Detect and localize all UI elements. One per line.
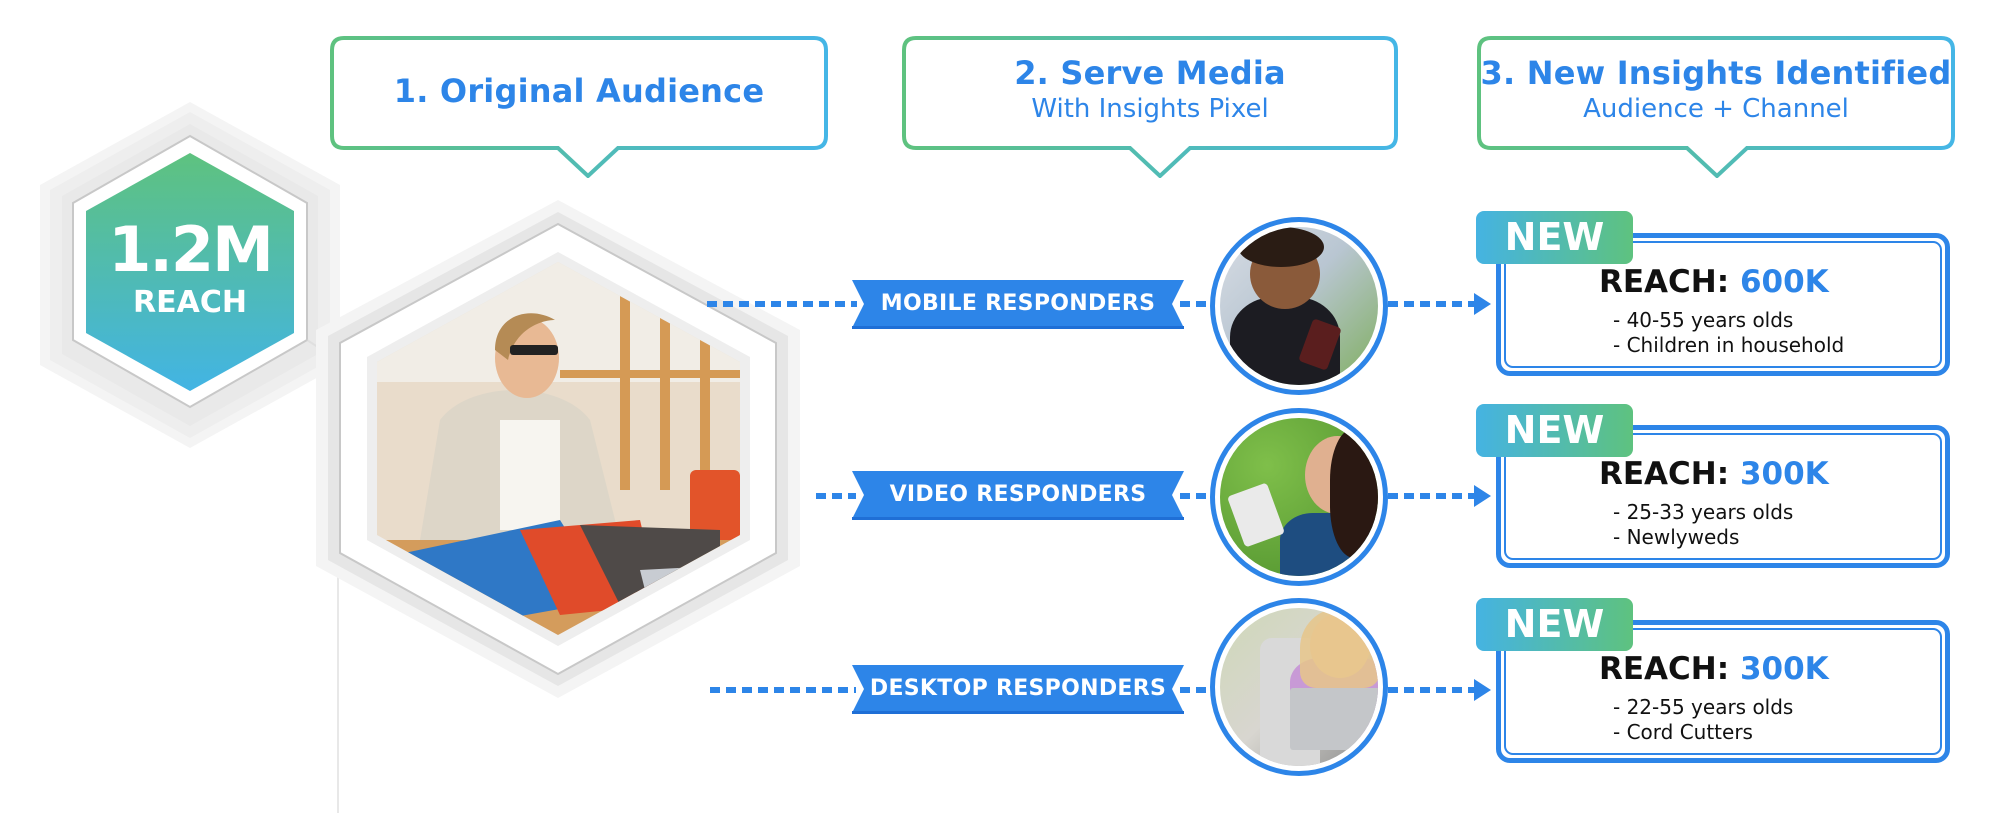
- video-responders-ribbon: VIDEO RESPONDERS: [852, 471, 1184, 521]
- new-badge: NEW: [1476, 404, 1633, 457]
- total-reach-label: REACH: [133, 285, 247, 320]
- step-1-callout: 1. Original Audience: [330, 36, 828, 178]
- new-badge: NEW: [1476, 211, 1633, 264]
- reach-value: 600K: [1739, 264, 1829, 300]
- total-reach: 1.2M REACH: [86, 218, 294, 320]
- reach-value: 300K: [1739, 456, 1829, 492]
- step-2-subtitle: With Insights Pixel: [1031, 94, 1269, 124]
- insight-list: - 22-55 years olds - Cord Cutters: [1613, 695, 1793, 745]
- connector-line: [1180, 687, 1210, 693]
- connector-line: [1180, 493, 1210, 499]
- reach-hexagon: [40, 102, 340, 448]
- connector-line: [707, 301, 857, 307]
- desktop-responder-photo: [1210, 598, 1388, 776]
- insight-list: - 25-33 years olds - Newlyweds: [1613, 500, 1793, 550]
- step-3-title: 3. New Insights Identified: [1480, 54, 1952, 92]
- woman-using-laptop-photo: [1220, 608, 1378, 766]
- step-3-subtitle: Audience + Channel: [1583, 94, 1849, 124]
- reach-value: 300K: [1739, 651, 1829, 687]
- step-2-callout: 2. Serve Media With Insights Pixel: [902, 36, 1398, 178]
- step-2-title: 2. Serve Media: [1014, 54, 1286, 92]
- ribbon-label: MOBILE RESPONDERS: [880, 291, 1156, 316]
- step-1-title: 1. Original Audience: [393, 72, 765, 110]
- connector-line: [1180, 301, 1210, 307]
- desktop-responders-ribbon: DESKTOP RESPONDERS: [852, 665, 1184, 715]
- insight-item: - 25-33 years olds: [1613, 500, 1794, 524]
- woman-using-smartphone-photo: [1220, 227, 1378, 385]
- arrow-right-icon: [1474, 485, 1491, 507]
- woman-with-tablet-headphones-photo: [1220, 418, 1378, 576]
- connector-line: [1388, 301, 1476, 307]
- connector-line: [816, 493, 856, 499]
- insight-item: - Children in household: [1613, 333, 1845, 357]
- arrow-right-icon: [1474, 293, 1491, 315]
- connector-line: [1388, 687, 1476, 693]
- ribbon-label: DESKTOP RESPONDERS: [869, 676, 1167, 701]
- mobile-responder-photo: [1210, 217, 1388, 395]
- original-audience-hexagon: [316, 200, 800, 698]
- new-badge: NEW: [1476, 598, 1633, 651]
- connector-line: [710, 687, 856, 693]
- insight-list: - 40-55 years olds - Children in househo…: [1613, 308, 1844, 358]
- video-responder-photo: [1210, 408, 1388, 586]
- ribbon-label: VIDEO RESPONDERS: [889, 482, 1147, 507]
- mobile-responders-ribbon: MOBILE RESPONDERS: [852, 280, 1184, 330]
- reach-text: REACH: 300K: [1599, 456, 1829, 492]
- total-reach-value: 1.2M: [108, 213, 274, 286]
- insight-item: - 40-55 years olds: [1613, 308, 1794, 332]
- step-3-callout: 3. New Insights Identified Audience + Ch…: [1477, 36, 1955, 178]
- mobile-insight-card: REACH: 600K - 40-55 years olds - Childre…: [1496, 233, 1950, 376]
- reach-text: REACH: 300K: [1599, 651, 1829, 687]
- insight-item: - 22-55 years olds: [1613, 695, 1794, 719]
- insight-item: - Newlyweds: [1613, 525, 1740, 549]
- insight-item: - Cord Cutters: [1613, 720, 1753, 744]
- reach-text: REACH: 600K: [1599, 264, 1829, 300]
- connector-line: [1388, 493, 1476, 499]
- arrow-right-icon: [1474, 679, 1491, 701]
